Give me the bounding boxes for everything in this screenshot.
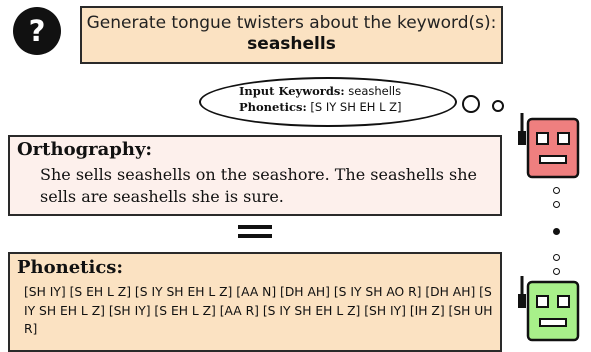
prompt-keyword: seashells — [247, 34, 336, 54]
keywords-label: Input Keywords: — [239, 84, 345, 98]
phonetics-value: [S IY SH EH L Z] — [310, 100, 402, 114]
orthography-box: Orthography: She sells seashells on the … — [8, 135, 502, 216]
prompt-box: Generate tongue twisters about the keywo… — [80, 6, 503, 64]
phonetics-text: [SH IY] [S EH L Z] [S IY SH EH L Z] [AA … — [24, 285, 493, 336]
chain-dot-filled — [553, 228, 560, 235]
bubble-phonetics-row: Phonetics: [S IY SH EH L Z] — [239, 100, 402, 114]
thought-bubble: Input Keywords: seashells Phonetics: [S … — [199, 77, 457, 127]
equals-bar-bottom — [238, 234, 272, 238]
phonetics-box: Phonetics: [SH IY] [S EH L Z] [S IY SH E… — [8, 252, 502, 352]
robot-top-icon — [518, 113, 580, 179]
keywords-value: seashells — [348, 84, 402, 98]
orthography-title: Orthography: — [17, 139, 153, 160]
question-mark-icon: ? — [13, 7, 61, 55]
equals-bar-top — [238, 225, 272, 229]
thought-dot-large — [462, 95, 480, 113]
phonetics-label: Phonetics: — [239, 100, 307, 114]
bubble-keywords-row: Input Keywords: seashells — [239, 84, 401, 98]
chain-dot-4 — [553, 268, 560, 275]
prompt-text: Generate tongue twisters about the keywo… — [86, 13, 497, 33]
phonetics-title: Phonetics: — [17, 257, 124, 278]
thought-dot-small — [492, 100, 504, 112]
orthography-text: She sells seashells on the seashore. The… — [40, 165, 477, 206]
robot-bottom-icon — [518, 276, 580, 342]
chain-dot-3 — [553, 254, 560, 261]
chain-dot-2 — [553, 201, 560, 208]
chain-dot-1 — [553, 187, 560, 194]
question-mark-glyph: ? — [28, 14, 46, 48]
equals-sign — [238, 222, 272, 240]
